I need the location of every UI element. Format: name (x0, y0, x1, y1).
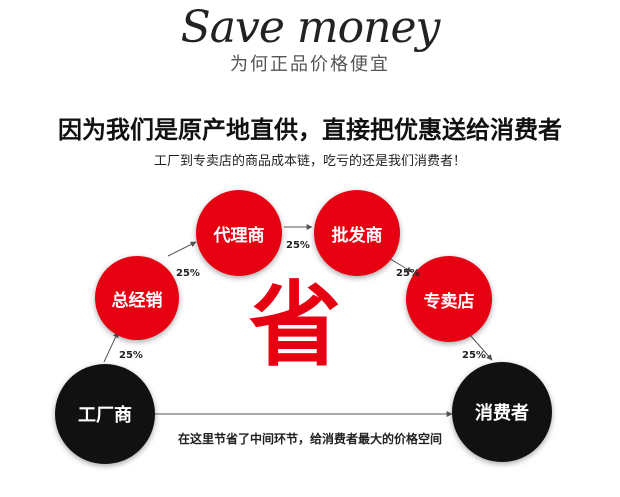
node-agent: 代理商 (196, 190, 282, 276)
markup-label: 25% (462, 350, 486, 361)
arrow-distributor-to-agent (167, 241, 197, 257)
arrow-store-to-consumer (469, 334, 493, 361)
savings-note: 在这里节省了中间环节，给消费者最大的价格空间 (177, 432, 442, 446)
node-wholesaler: 批发商 (314, 190, 400, 276)
node-consumer: 消费者 (452, 362, 552, 462)
headline: 因为我们是原产地直供，直接把优惠送给消费者 (58, 116, 562, 144)
node-distributor: 总经销 (95, 256, 179, 340)
markup-label: 25% (176, 268, 200, 279)
savings-character: 省 (248, 272, 341, 379)
brand-script-title: Save money (180, 2, 441, 53)
markup-label: 25% (286, 240, 310, 251)
arrow-factory-to-distributor (103, 331, 119, 363)
markup-label: 25% (119, 350, 143, 361)
subline: 工厂到专卖店的商品成本链，吃亏的还是我们消费者！ (153, 154, 466, 169)
brand-subtitle: 为何正品价格便宜 (230, 54, 390, 75)
node-store: 专卖店 (406, 256, 492, 342)
markup-label: 25% (396, 268, 420, 279)
node-factory: 工厂商 (55, 364, 155, 464)
